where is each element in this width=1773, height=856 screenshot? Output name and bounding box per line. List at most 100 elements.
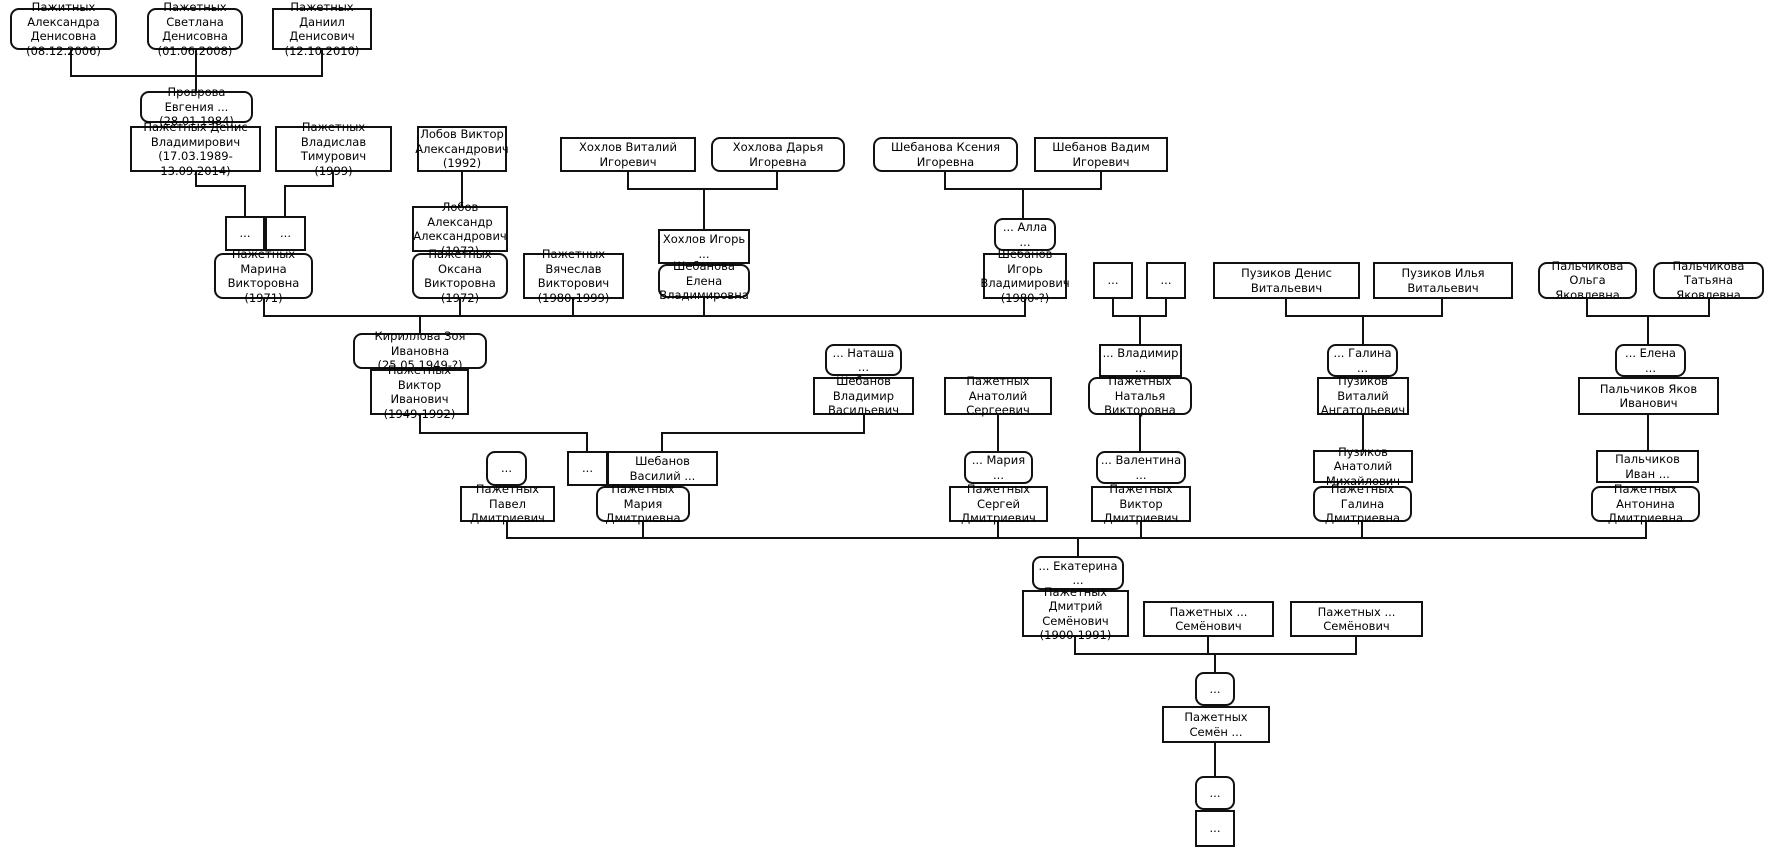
person-name: Пажетных Анатолий Сергеевич (966, 374, 1030, 418)
person-box[interactable]: Пажитных Александра Денисовна (08.12.200… (10, 0, 117, 58)
person-name: Пажетных Павел Дмитриевич (470, 482, 545, 526)
person-box[interactable]: Шебанов Игорь Владимирович (1980-?) (980, 247, 1069, 305)
person-box[interactable]: ... Алла ... (994, 218, 1056, 251)
person-box[interactable]: Пажетных Анатолий Сергеевич (944, 374, 1052, 418)
person-box[interactable]: Пажетных Вячеслав Викторович (1980-1999) (523, 247, 624, 305)
person-name: Кириллова Зоя Ивановна (25.05.1949-?) (374, 329, 466, 373)
person-box[interactable]: Кириллова Зоя Ивановна (25.05.1949-?) (353, 329, 487, 372)
person-box[interactable]: Пажетных Владислав Тимурович (1999) (275, 120, 392, 178)
person-box[interactable]: ... (567, 451, 608, 486)
person-box[interactable]: Пузиков Денис Витальевич (1213, 262, 1360, 299)
person-box[interactable]: ... Владимир ... (1099, 344, 1182, 377)
person-box[interactable]: Пажетных Мария Дмитриевна (596, 482, 690, 525)
person-box[interactable]: Пажетных Марина Викторовна (1971) (214, 247, 313, 305)
person-box[interactable]: ... (1093, 262, 1133, 299)
person-name: ... Наташа ... (832, 345, 895, 375)
person-box[interactable]: ... (265, 216, 306, 251)
person-name: Пажетных Виктор Иванович (1949-1992) (383, 363, 456, 421)
person-box[interactable]: Пажетных Даниил Денисович (12.10.2010) (272, 0, 372, 58)
person-box[interactable]: Пальчиков Иван ... (1596, 450, 1699, 483)
person-name: Шебанов Вадим Игоревич (1052, 140, 1150, 169)
person-box[interactable]: Пажетных ... Семёнович (1143, 601, 1274, 637)
person-name: Хохлова Дарья Игоревна (732, 140, 824, 169)
person-box[interactable]: ... (1195, 776, 1235, 810)
person-box[interactable]: Пажетных ... Семёнович (1290, 601, 1423, 637)
person-name: Пажетных Даниил Денисович (12.10.2010) (284, 0, 360, 58)
person-box[interactable]: Шебанова Елена Владимировна (658, 259, 750, 302)
person-name: ... Алла ... (1002, 220, 1048, 249)
person-box[interactable]: ... Наташа ... (825, 344, 902, 376)
person-box[interactable]: Пажетных Семён ... (1162, 706, 1270, 743)
person-name: ... Валентина ... (1100, 453, 1182, 482)
person-box[interactable]: Пажетных Светлана Денисовна (01.06.2008) (147, 0, 243, 58)
person-box[interactable]: Пальчикова Ольга Яковлевна (1538, 259, 1637, 302)
person-box[interactable]: ... (1195, 810, 1235, 847)
person-box[interactable]: Пажетных Дмитрий Семёнович (1900-1991) (1022, 585, 1129, 642)
person-box[interactable]: Хохлов Виталий Игоревич (560, 137, 696, 172)
person-box[interactable]: Пажетных Наталья Викторовна (1088, 374, 1192, 418)
person-box[interactable]: Пальчиков Яков Иванович (1578, 377, 1719, 415)
person-name: Шебанова Елена Владимировна (659, 259, 749, 303)
person-box[interactable]: ... (486, 451, 527, 486)
person-name: ... (1107, 273, 1119, 288)
person-box[interactable]: ... (1146, 262, 1186, 299)
person-name: Шебанов Игорь Владимирович (1980-?) (980, 247, 1070, 305)
person-box[interactable]: Шебанова Ксения Игоревна (873, 137, 1018, 172)
person-box[interactable]: Пажетных Оксана Викторовна (1972) (412, 247, 508, 305)
person-box[interactable]: Пальчикова Татьяна Яковлевна (1653, 259, 1764, 302)
person-box[interactable]: Пузиков Анатолий Михайлович (1313, 445, 1413, 488)
person-name: Лобов Виктор Александрович (1992) (415, 127, 509, 171)
person-box[interactable]: Лобов Виктор Александрович (1992) (415, 126, 509, 172)
person-name: Пажетных Дмитрий Семёнович (1900-1991) (1039, 584, 1112, 643)
person-box[interactable]: ... Мария ... (964, 451, 1033, 484)
person-box[interactable]: ... Елена ... (1615, 344, 1686, 377)
person-box[interactable]: Шебанов Владимир Васильевич (813, 374, 914, 417)
person-name: ... (280, 226, 291, 241)
person-name: Пузиков Виталий Ангатольевич (1320, 374, 1406, 418)
person-box[interactable]: Хохлов Игорь ... (658, 229, 750, 264)
person-box[interactable]: Шебанов Вадим Игоревич (1034, 137, 1168, 172)
person-box[interactable]: Пажетных Галина Дмитриевна (1313, 482, 1412, 525)
person-box[interactable]: Пажетных Павел Дмитриевич (460, 482, 555, 525)
person-box[interactable]: Пажетных Денис Владимирович (17.03.1989-… (130, 120, 261, 178)
person-name: ... (501, 461, 512, 476)
person-box[interactable]: Пузиков Виталий Ангатольевич (1317, 374, 1409, 418)
person-box[interactable]: ... (225, 216, 265, 251)
person-name: Проврова Евгения ... (28.01.1984) (159, 85, 234, 129)
person-name: Пажетных Денис Владимирович (17.03.1989-… (143, 120, 248, 178)
person-name: Пажетных Владислав Тимурович (1999) (300, 120, 367, 178)
person-name: ... Мария ... (971, 453, 1026, 482)
person-box[interactable]: Хохлова Дарья Игоревна (711, 137, 845, 172)
person-box[interactable]: Пажетных Виктор Иванович (1949-1992) (370, 363, 469, 421)
person-name: ... Галина ... (1333, 346, 1392, 375)
person-name: Пальчиков Яков Иванович (1599, 381, 1698, 411)
person-name: Пажетных Марина Викторовна (1971) (227, 247, 300, 305)
person-name: Пажетных Мария Дмитриевна (605, 482, 681, 526)
person-box[interactable]: Пажетных Виктор Дмитриевич (1091, 482, 1191, 525)
person-box[interactable]: Пузиков Илья Витальевич (1373, 262, 1513, 299)
person-box[interactable]: Проврова Евгения ... (28.01.1984) (140, 85, 253, 128)
person-name: Пажетных Галина Дмитриевна (1324, 482, 1401, 526)
person-box[interactable]: ... Екатерина ... (1032, 556, 1124, 590)
person-box[interactable]: ... (1195, 672, 1235, 706)
person-name: ... (1209, 681, 1221, 696)
person-box[interactable]: Шебанов Василий ... (607, 451, 718, 486)
person-name: Хохлов Игорь ... (662, 232, 746, 261)
person-box[interactable]: ... Галина ... (1327, 344, 1398, 377)
person-name: Шебанова Ксения Игоревна (890, 140, 1001, 169)
person-box[interactable]: Пажетных Антонина Дмитриевна (1591, 482, 1700, 525)
person-name: ... (582, 461, 593, 476)
person-name: Пажетных Вячеслав Викторович (1980-1999) (537, 247, 610, 305)
person-name: ... Екатерина ... (1038, 558, 1118, 588)
person-name: Хохлов Виталий Игоревич (579, 140, 677, 169)
person-name: Пажетных Сергей Дмитриевич (961, 482, 1036, 526)
person-name: Пажетных ... Семёнович (1317, 604, 1396, 634)
person-name: ... (1160, 273, 1172, 288)
person-name: Пажетных Наталья Викторовна (1104, 374, 1176, 418)
person-box[interactable]: Лобов Александр Александрович (1972) (412, 200, 508, 258)
person-name: Пузиков Денис Витальевич (1241, 266, 1332, 295)
person-box[interactable]: ... Валентина ... (1096, 451, 1186, 484)
person-name: Пузиков Илья Витальевич (1401, 266, 1485, 295)
person-box[interactable]: Пажетных Сергей Дмитриевич (949, 482, 1048, 525)
